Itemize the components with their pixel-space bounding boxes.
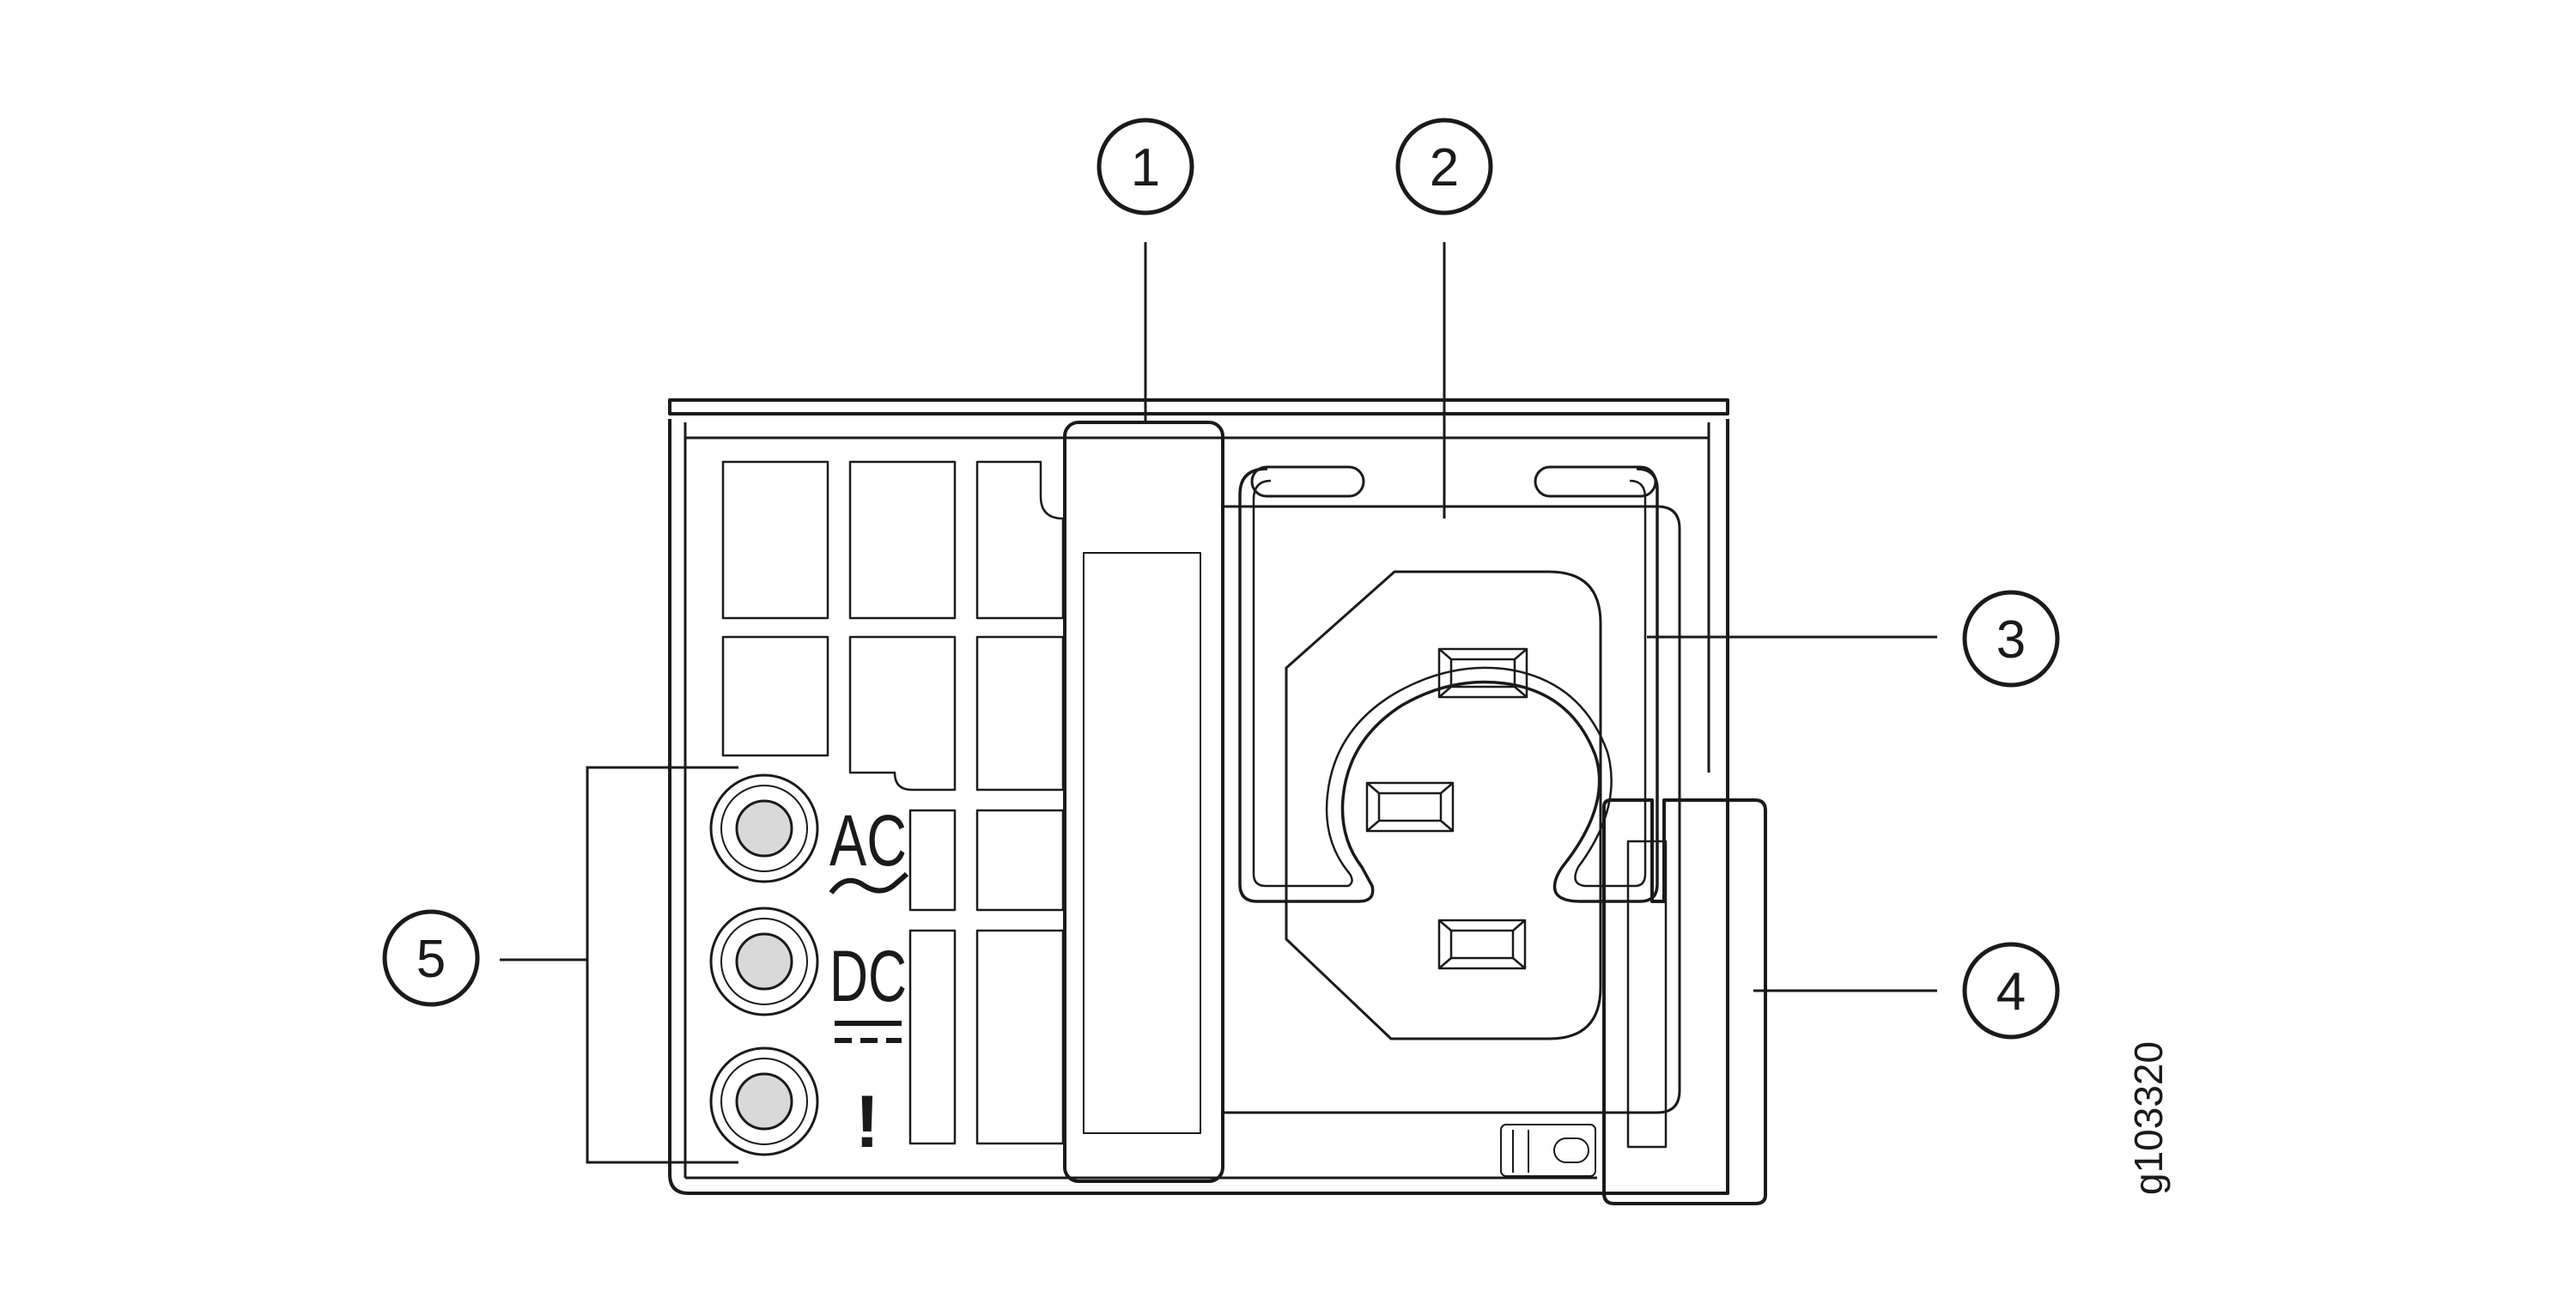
ejector-latch <box>1500 798 1767 1205</box>
callouts <box>382 118 2060 1164</box>
vent-slot <box>975 460 1065 620</box>
inlet-socket-face <box>1285 570 1602 1040</box>
callout-circle <box>1962 942 2060 1040</box>
callout-4 <box>1753 942 2060 1040</box>
cord-retainer <box>1238 465 1659 903</box>
vent-slot <box>848 460 957 620</box>
vent-slot <box>975 929 1065 1145</box>
power-inlet <box>1223 505 1681 1114</box>
handle <box>1063 421 1224 1183</box>
status-leds <box>709 773 909 1156</box>
inlet-pin-neutral <box>1437 919 1527 970</box>
callout-number-2: 2 <box>1430 138 1459 197</box>
inlet-housing <box>1223 505 1681 1114</box>
handle-body <box>1063 421 1224 1183</box>
led-fault <box>709 1046 819 1156</box>
vent-slot <box>975 809 1065 912</box>
retainer-bail-outer <box>1238 467 1659 903</box>
dc-symbol-icon <box>835 1021 902 1043</box>
latch-grip <box>1626 840 1668 1149</box>
callout-circle <box>1962 590 2060 688</box>
callout-1 <box>1097 118 1194 424</box>
module-outline <box>668 419 1729 1195</box>
callout-circle <box>1097 118 1194 215</box>
vent-slot <box>721 635 829 757</box>
led-label-group: AC DC ! <box>829 800 907 1163</box>
led-label-dc: DC <box>829 936 907 1016</box>
power-supply-module <box>668 398 1729 1195</box>
retainer-bail-inner <box>1252 479 1647 888</box>
callout-numbers: 1 2 3 4 5 <box>416 138 2026 1022</box>
vent-slot <box>848 635 957 792</box>
callout-circle <box>1395 118 1493 215</box>
bracket <box>586 766 738 1164</box>
vent-slot <box>721 460 829 620</box>
callout-number-3: 3 <box>1996 610 2026 670</box>
led-label-ac: AC <box>829 800 907 881</box>
handle-grip <box>1083 552 1201 1134</box>
module-top-rail <box>668 398 1729 416</box>
callout-number-5: 5 <box>416 930 446 989</box>
callout-5 <box>382 766 738 1164</box>
latch-body <box>1602 798 1767 1205</box>
inlet-pin-line <box>1365 781 1455 833</box>
inlet-pin-earth <box>1437 647 1528 699</box>
led-ac <box>709 773 819 883</box>
ac-symbol-icon <box>829 871 909 895</box>
vent-slot <box>975 635 1065 792</box>
latch-detent <box>1500 1124 1596 1177</box>
retainer-slot-left <box>1250 465 1365 498</box>
led-label-fault: ! <box>855 1081 880 1163</box>
callout-3 <box>1647 590 2060 688</box>
figure-id: g103320 <box>2126 1041 2171 1195</box>
vent-slot <box>908 929 957 1145</box>
callout-2 <box>1395 118 1493 519</box>
callout-circle <box>382 909 480 1007</box>
callout-number-1: 1 <box>1131 138 1160 197</box>
vent-slot <box>908 809 957 912</box>
callout-number-4: 4 <box>1996 962 2026 1022</box>
led-dc <box>709 907 819 1016</box>
